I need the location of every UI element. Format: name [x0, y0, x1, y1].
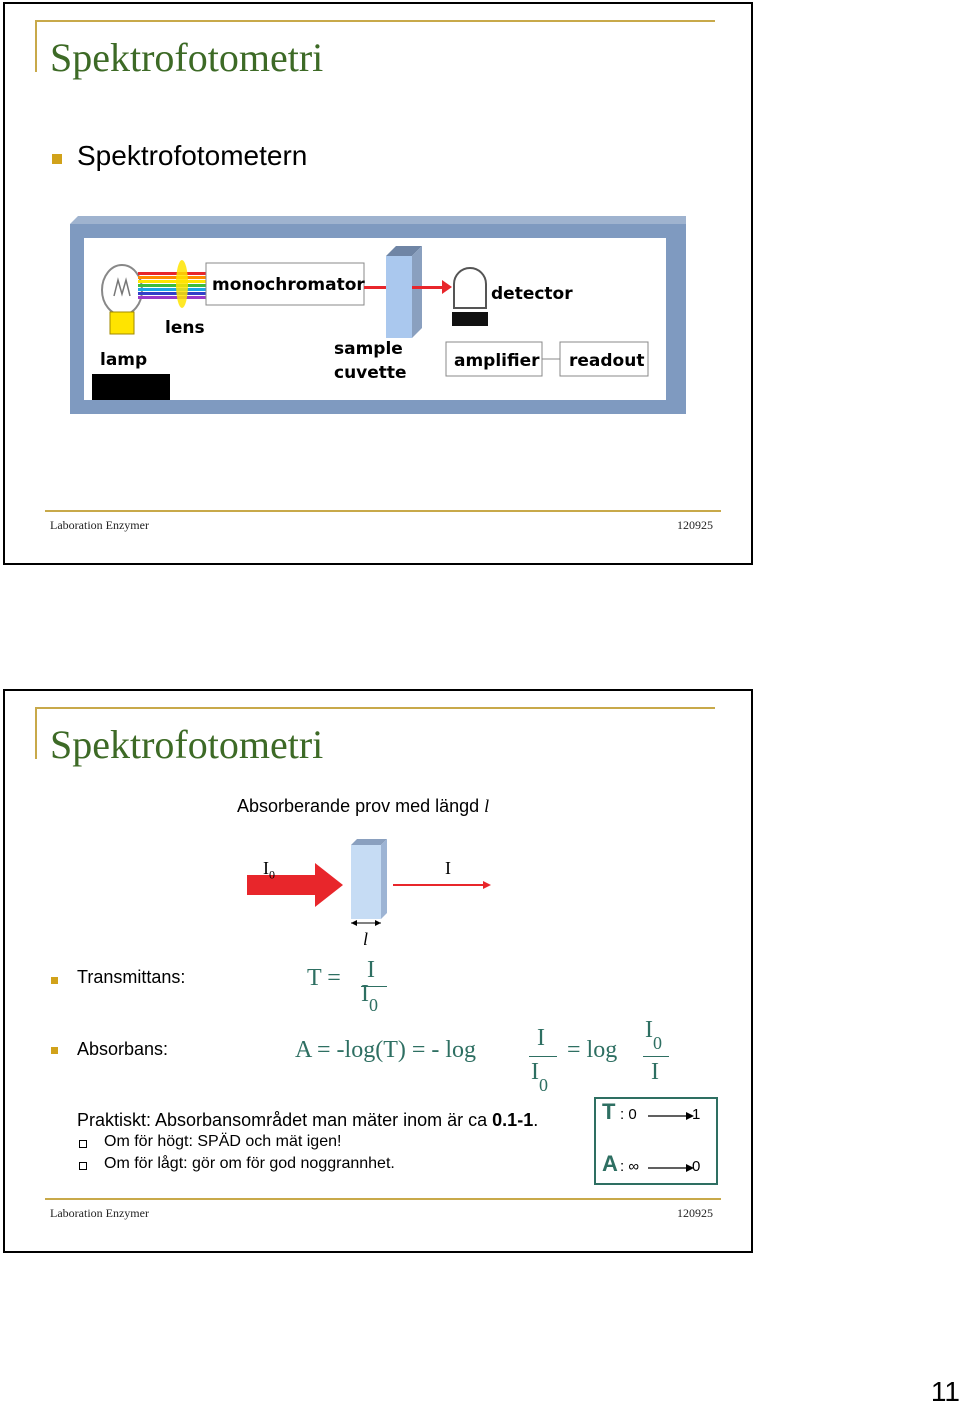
range-a-arrow-icon [648, 1164, 694, 1172]
length-label: l [363, 929, 369, 949]
absorbance-figure [247, 839, 491, 926]
amplifier-label: amplifier [454, 351, 540, 371]
sub-bullet-icon [79, 1140, 87, 1148]
cuvette-icon [386, 256, 412, 338]
eq-a-frac2-numerator: I0 [645, 1017, 662, 1053]
i-label: I [445, 858, 451, 878]
footer-rule [45, 1198, 721, 1200]
transmittans-label: Transmittans: [77, 967, 186, 987]
caption: Absorberande prov med längd l [237, 796, 489, 817]
footer-left: Laboration Enzymer [50, 1206, 149, 1220]
incident-beam-arrow [247, 863, 343, 907]
title-rule [35, 707, 715, 709]
eq-a-frac1-bar [529, 1056, 557, 1057]
eq-a-frac2-denominator: I [651, 1059, 659, 1085]
cuvette-icon [351, 845, 381, 919]
range-a-from: : ∞ [620, 1158, 640, 1175]
footer-date: 120925 [677, 1206, 713, 1220]
eq-t-denominator: I0 [361, 981, 378, 1015]
bullet-icon [51, 1047, 58, 1054]
slide-2: Spektrofotometri Absorberande prov med l… [3, 689, 753, 1253]
range-a-to: 0 [692, 1158, 701, 1175]
eq-a-mid: = log [567, 1037, 618, 1063]
title-rule-vertical [35, 707, 37, 759]
title-rule-vertical [35, 20, 37, 72]
eq-t-numerator: I [367, 957, 375, 983]
title-rule [35, 20, 715, 22]
sample-label: sample [334, 339, 403, 359]
range-t-arrow-icon [648, 1112, 694, 1120]
monochromator-label: monochromator [212, 275, 365, 295]
footer-date: 120925 [677, 518, 713, 532]
sub-bullet-icon [79, 1162, 87, 1170]
readout-label: readout [569, 351, 644, 371]
sub-item-1: Om för högt: SPÄD och mät igen! [104, 1133, 342, 1150]
absorbans-label: Absorbans: [77, 1039, 169, 1059]
slide-title: Spektrofotometri [50, 722, 324, 767]
lamp-label: lamp [100, 350, 147, 370]
eq-a-left: A = -log(T) = - log [295, 1037, 477, 1063]
range-t-from: : 0 [620, 1106, 637, 1123]
slide-title: Spektrofotometri [50, 35, 324, 80]
detector-icon [453, 267, 487, 309]
caption-var: l [484, 796, 490, 816]
eq-a-frac1-numerator: I [537, 1025, 545, 1051]
footer-rule [45, 510, 721, 512]
bullet-icon [51, 977, 58, 984]
eq-t-fraction-bar [361, 986, 387, 987]
caption-text: Absorberande prov med längd [237, 796, 480, 816]
cuvette-label: cuvette [334, 363, 407, 383]
range-t-symbol: T [602, 1099, 616, 1124]
slide-1: Spektrofotometri Spektrofotometern [3, 2, 753, 565]
i0-label: I0 [263, 858, 275, 882]
lens-label: lens [165, 318, 205, 338]
lamp-icon [92, 264, 170, 400]
eq-a-frac2-bar [643, 1056, 669, 1057]
eq-t-left: T = [307, 965, 341, 991]
page-number: 11 [930, 1376, 960, 1407]
bullet-text: Spektrofotometern [77, 140, 308, 171]
bullet-icon [52, 154, 62, 164]
range-t-to: 1 [692, 1106, 701, 1123]
eq-a-frac1-denominator: I0 [531, 1059, 548, 1095]
range-a-symbol: A [602, 1151, 618, 1176]
lens-icon [176, 260, 188, 308]
spectrophotometer-diagram: monochromator lens lamp sample cuvette d… [70, 216, 686, 414]
footer-left: Laboration Enzymer [50, 518, 149, 532]
range-box: T : 0 1 A : ∞ 0 [594, 1097, 718, 1185]
sub-item-2: Om för lågt: gör om för god noggrannhet. [104, 1155, 395, 1172]
praktiskt-text: Praktiskt: Absorbansområdet man mäter in… [77, 1110, 539, 1130]
detector-label: detector [491, 284, 573, 304]
